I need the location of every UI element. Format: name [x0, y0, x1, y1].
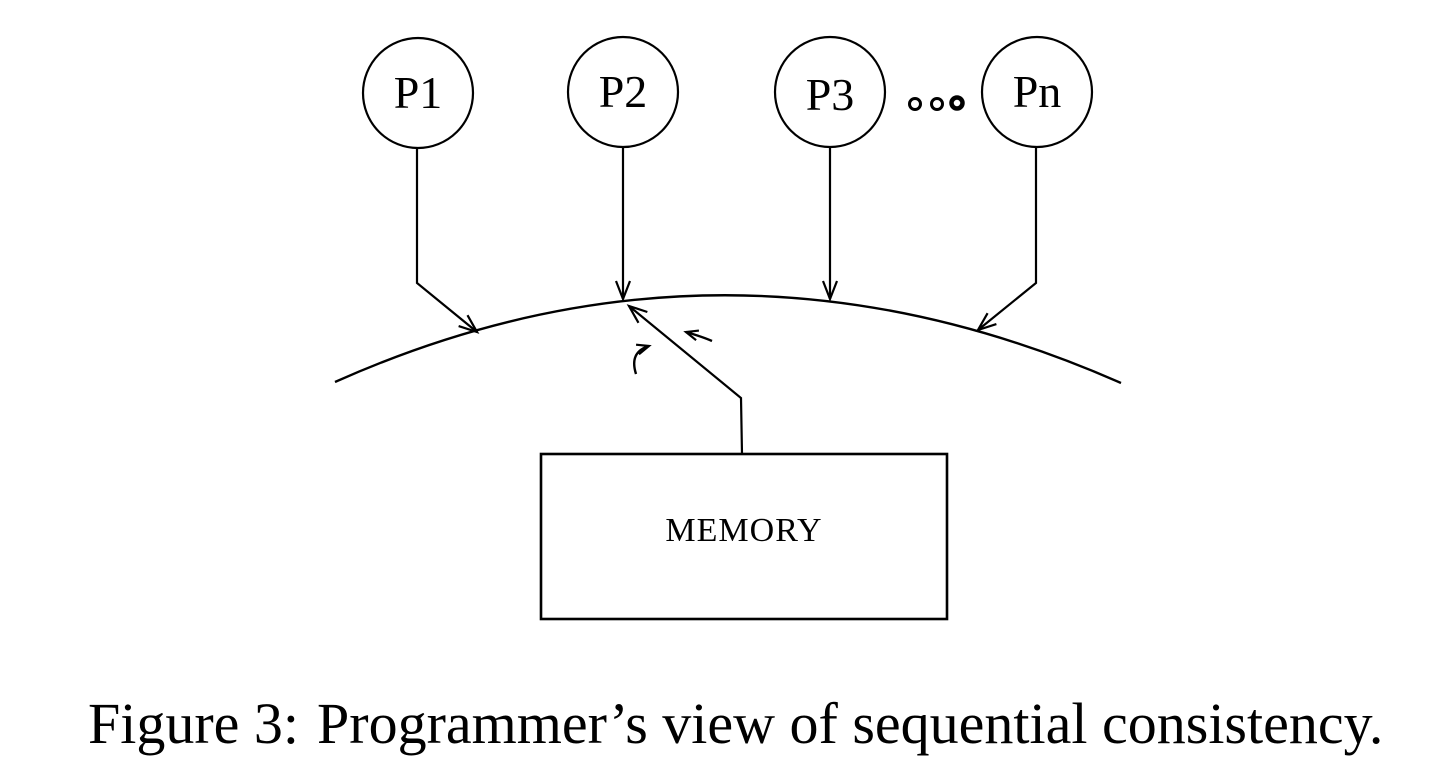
- processor-label-pn: Pn: [1013, 66, 1062, 117]
- memory-switch-arm-arrow: [626, 304, 744, 455]
- ellipsis-icon: [908, 95, 965, 111]
- curved-rotation-arrow-left-icon: [632, 343, 652, 375]
- memory-node: MEMORY: [539, 452, 949, 621]
- processor-label-p2: P2: [599, 66, 648, 117]
- processor-label-p3: P3: [806, 69, 855, 120]
- processor-node-p1: P1: [361, 36, 475, 150]
- connection-arrow-pn: [975, 148, 1038, 332]
- processor-node-pn: Pn: [980, 35, 1094, 149]
- connection-arrow-p1: [415, 148, 480, 334]
- figure-caption-text: Programmer’s view of sequential consiste…: [317, 691, 1384, 756]
- switch-boundary-curve: [334, 294, 1122, 385]
- memory-label: MEMORY: [665, 512, 822, 549]
- processor-label-p1: P1: [394, 67, 443, 118]
- processor-circle-pn: [980, 35, 1094, 149]
- processor-node-p3: P3: [773, 35, 887, 149]
- curved-rotation-arrow-right-icon: [683, 329, 713, 343]
- figure-caption-label: Figure 3:: [88, 691, 300, 756]
- processor-node-p2: P2: [566, 35, 680, 149]
- figure-caption: Figure 3: Programmer’s view of sequential…: [88, 691, 1384, 756]
- memory-box: [539, 452, 949, 621]
